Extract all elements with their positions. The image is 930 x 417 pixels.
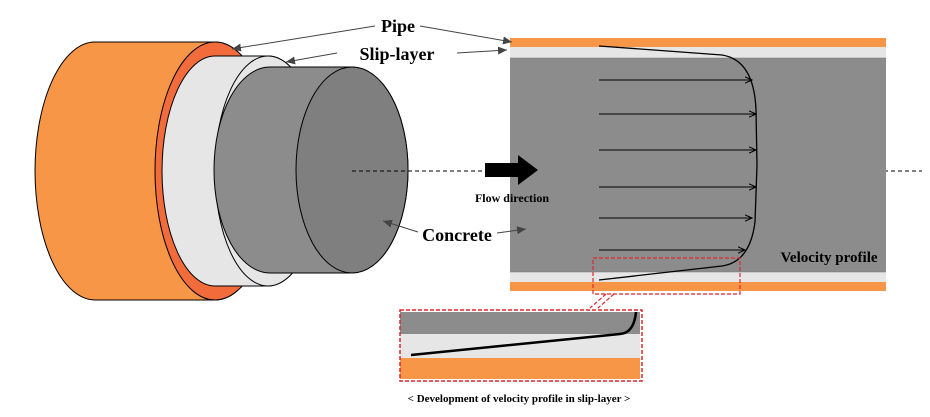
slip-leader-right	[456, 46, 508, 55]
detail-inset-border	[399, 309, 643, 382]
concrete-leader-left	[382, 219, 419, 233]
flow-direction-label: Flow direction	[475, 191, 549, 205]
section-concrete	[510, 58, 886, 272]
label-leaders	[231, 25, 527, 235]
pipe-leader-right	[419, 25, 513, 45]
section-pipe-top	[510, 38, 886, 47]
concrete-leader-right	[496, 226, 527, 235]
detail-caption: < Development of velocity profile in sli…	[408, 393, 631, 405]
section-pipe-bottom	[510, 282, 886, 291]
slip-layer-detail-inset	[399, 309, 643, 382]
velocity-arrows	[599, 80, 756, 250]
concrete-label: Concrete	[422, 225, 492, 245]
pipe-section-view	[510, 38, 886, 291]
section-slip-bottom	[510, 272, 886, 282]
thick-right-arrow-icon	[485, 155, 538, 185]
pipe-leader-left	[231, 25, 376, 52]
pipe-3d-illustration	[34, 41, 409, 301]
velocity-profile-label: Velocity profile	[780, 250, 877, 266]
concrete-front-face	[295, 66, 409, 274]
detail-velocity-curve	[410, 311, 638, 357]
slip-leader-left	[285, 52, 338, 65]
detail-region-box	[592, 257, 741, 295]
slip-layer-label: Slip-layer	[360, 44, 435, 64]
velocity-profile-curve	[598, 45, 758, 281]
section-slip-top	[510, 47, 886, 58]
pipe-label: Pipe	[381, 16, 415, 36]
